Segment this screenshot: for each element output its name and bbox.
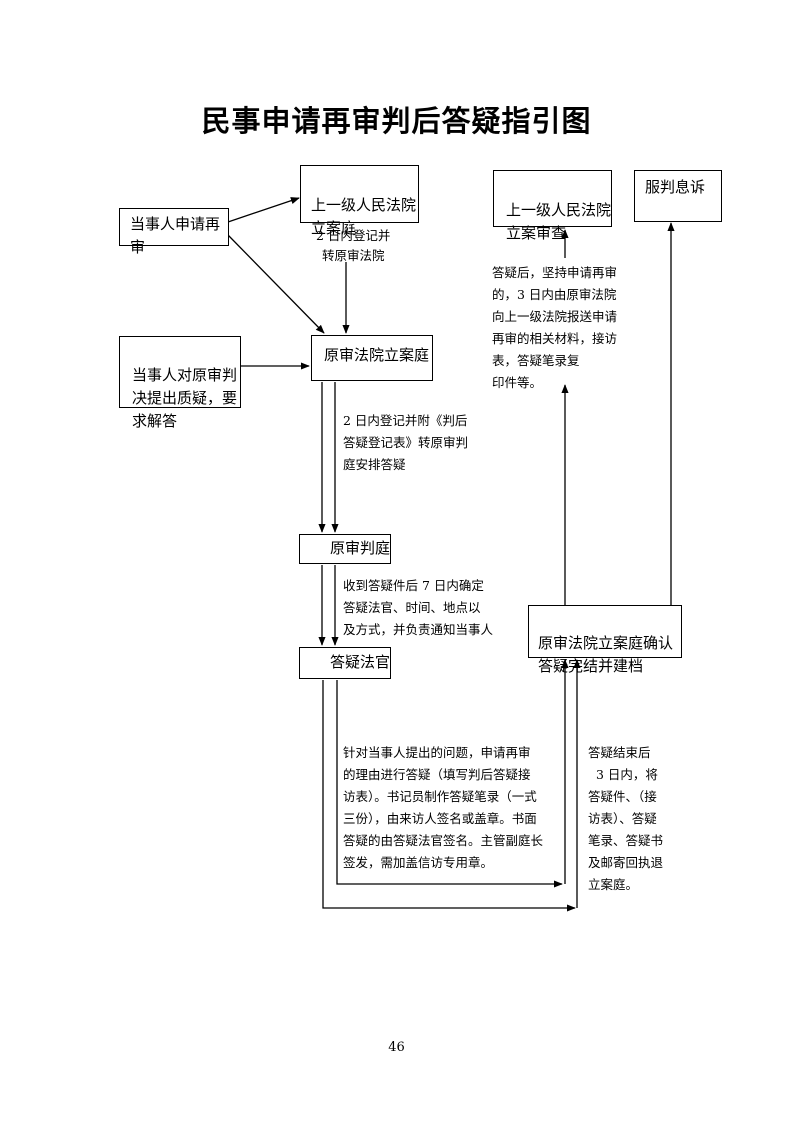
page-number: 46 (388, 1040, 405, 1055)
applicant-label: 当事人申请再审 (130, 215, 221, 256)
arrow-judge-to-confirm-outer (322, 680, 576, 912)
orig-filing-label: 原审法院立案庭 (324, 346, 430, 364)
applicant-question-box: 当事人对原审判 决提出质疑，要 求解答 (119, 336, 241, 430)
note-qa-process: 针对当事人提出的问题，申请再审 的理由进行答疑（填写判后答疑接 访表）。书记员制… (343, 745, 544, 870)
note-trial-assign: 收到答疑件后 7 日内确定 答疑法官、时间、地点以 及方式，并负责通知当事人 (343, 578, 494, 637)
page-title: 民事申请再审判后答疑指引图 (201, 104, 592, 138)
applicant-question-label: 当事人对原审判 决提出质疑，要 求解答 (132, 366, 238, 430)
orig-filing-confirm-box: 原审法院立案庭确认 答疑完结并建档 (528, 605, 682, 675)
note-post-qa: 答疑后，坚持申请再审 的，3 日内由原审法院 向上一级法院报送申请 再审的相关材… (492, 265, 618, 390)
arrow-applicant-to-upper-court (227, 197, 300, 223)
applicant-box: 当事人申请再审 (119, 208, 229, 256)
upper-court-review-box: 上一级人民法院 立案审查 (493, 170, 612, 242)
arrow-judge-to-confirm-inner (336, 680, 563, 888)
note-upper-transfer: 2 日内登记并 转原审法院 (316, 228, 391, 263)
arrow-applicant-to-orig-filing (227, 234, 325, 334)
qa-judge-label: 答疑法官 (330, 653, 391, 671)
qa-judge-box: 答疑法官 (299, 647, 391, 679)
orig-trial-label: 原审判庭 (330, 539, 391, 557)
accept-label: 服判息诉 (645, 178, 706, 196)
upper-court-filing-box: 上一级人民法院 立案庭 (300, 165, 419, 237)
orig-trial-box: 原审判庭 (299, 534, 391, 564)
orig-filing-box: 原审法院立案庭 (311, 335, 433, 381)
upper-court-filing-label: 上一级人民法院 立案庭 (311, 196, 417, 237)
accept-box: 服判息诉 (634, 170, 722, 222)
orig-filing-confirm-label: 原审法院立案庭确认 答疑完结并建档 (538, 634, 674, 675)
upper-court-review-label: 上一级人民法院 立案审查 (506, 201, 612, 242)
note-orig-register: 2 日内登记并附《判后 答疑登记表》转原审判 庭安排答疑 (343, 413, 469, 472)
note-qa-end: 答疑结束后 3 日内，将 答疑件、（接 访表）、答疑 笔录、答疑书 及邮寄回执退… (588, 745, 664, 892)
